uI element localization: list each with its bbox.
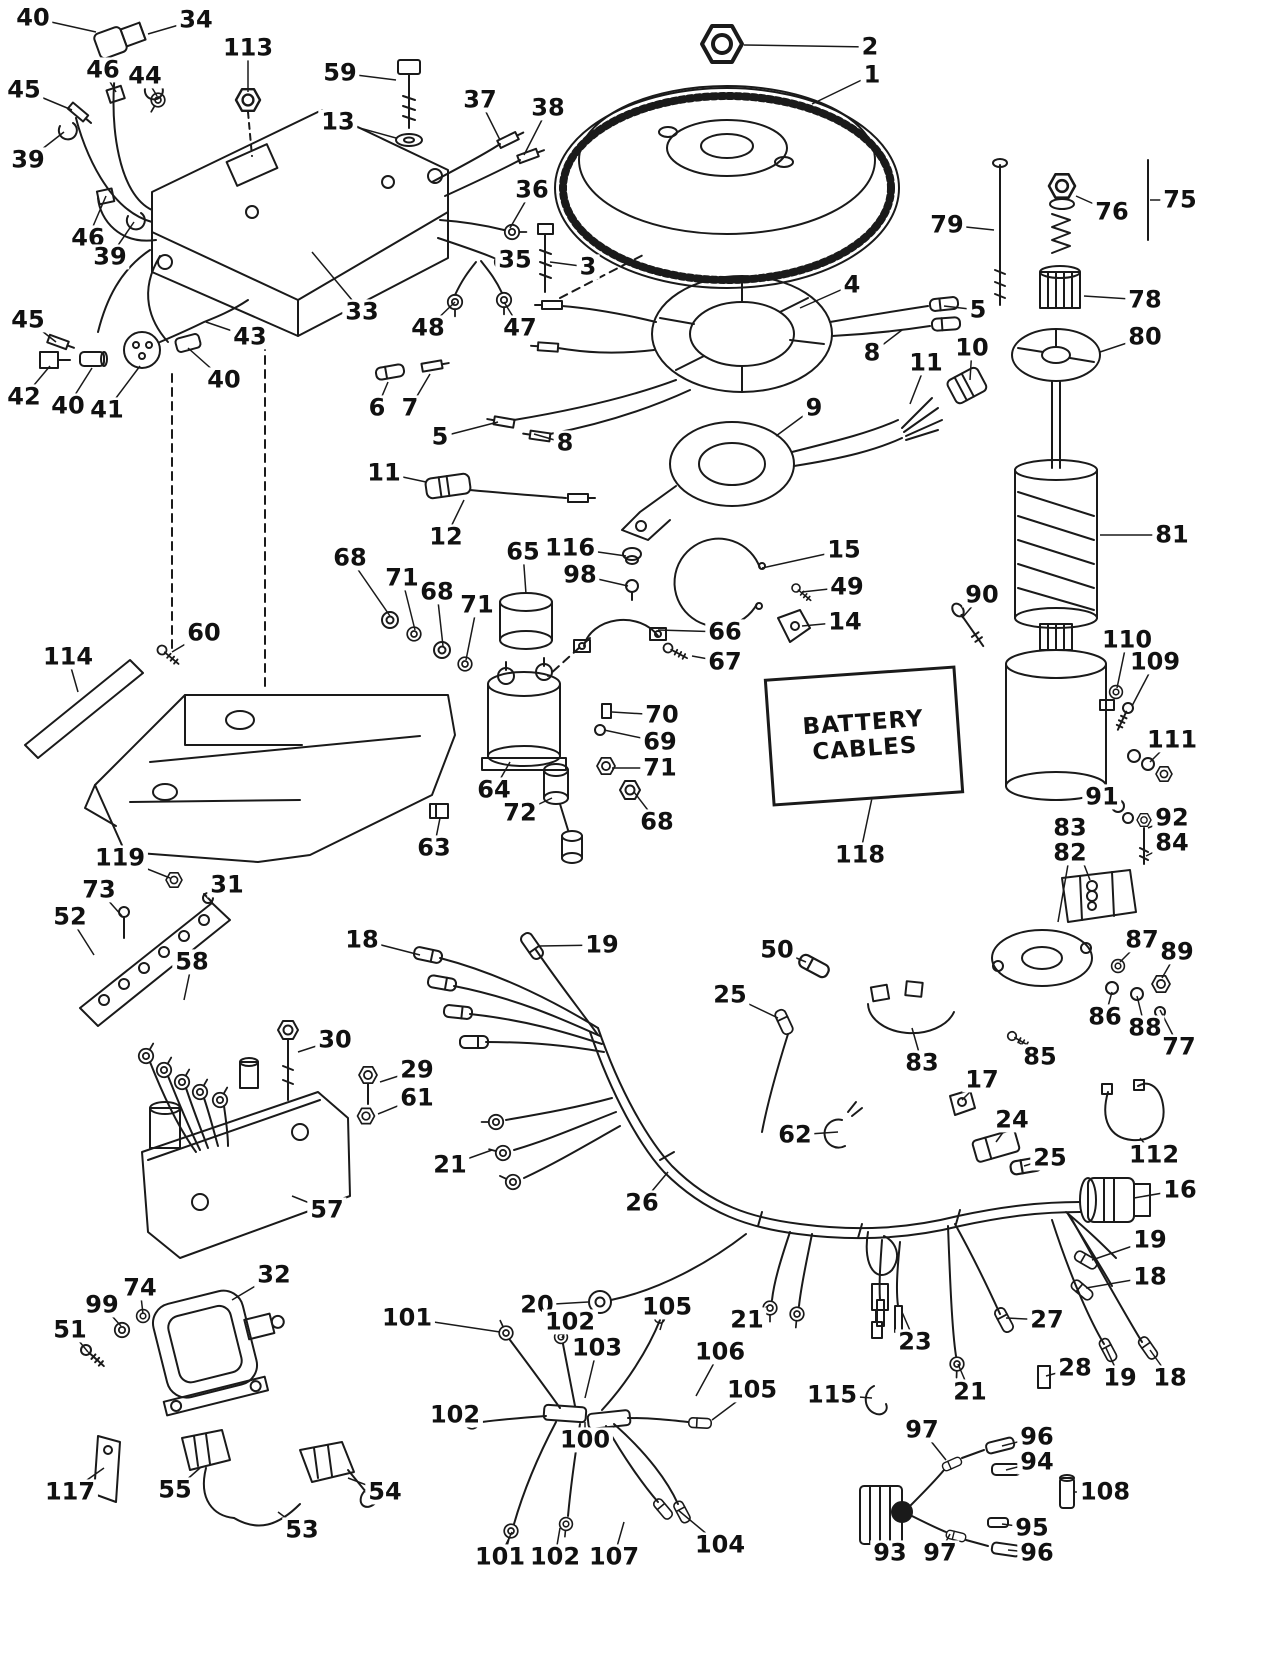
battery-cables-box: BATTERY CABLES [763, 665, 965, 807]
